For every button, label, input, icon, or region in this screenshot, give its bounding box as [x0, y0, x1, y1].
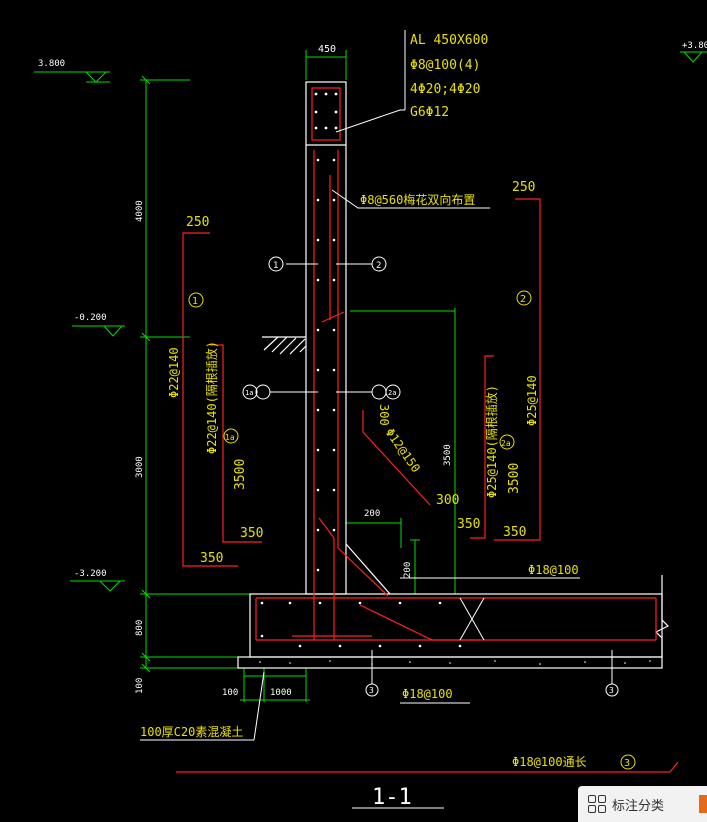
haunch-len-2: 300: [436, 493, 459, 508]
right-hook-length: 250: [512, 180, 535, 195]
annotation-category-label[interactable]: 标注分类: [612, 798, 665, 814]
haunch-width: 200: [364, 509, 380, 519]
left-spec-alt: Φ22@140(隔根插放): [204, 341, 219, 454]
footing-dim-left: 100: [222, 688, 238, 698]
long-bar-spec: Φ18@100通长: [512, 755, 587, 769]
callout-right-2a: [499, 434, 515, 450]
dim-upper: 4000: [135, 200, 145, 222]
elevation-base: -3.200: [74, 569, 107, 579]
callout-1a-label: 1a: [245, 389, 253, 397]
panel-tab[interactable]: [699, 795, 707, 813]
dim-lower: 3000: [135, 456, 145, 478]
leader-lines: [140, 30, 613, 809]
annotation-toolbar[interactable]: 标注分类: [578, 786, 707, 822]
left-mark: 1: [192, 296, 198, 307]
callout-2-label: 2: [376, 261, 381, 271]
haunch-height: 200: [403, 562, 413, 578]
blinding-texture: [259, 660, 651, 665]
callout-1: [268, 256, 284, 272]
beam-side-bars: G6Φ12: [410, 105, 449, 120]
top-dimension: 450: [318, 44, 336, 55]
dim-footing: 800: [135, 620, 145, 636]
dim-blinding: 100: [135, 678, 145, 694]
callout-left-1a: [223, 428, 239, 444]
footing-dim-right: 1000: [270, 688, 292, 698]
callout-3-b: [605, 683, 619, 697]
callout-3-a: [365, 683, 379, 697]
right-end-length: 350: [457, 517, 480, 532]
elevation-top-right: +3.80: [682, 41, 707, 51]
haunch-len-3: 3500: [443, 444, 453, 466]
haunch-len-1: 300: [377, 404, 391, 426]
rebar-dots: [260, 92, 462, 648]
grid-icon: [588, 795, 606, 813]
right-length: 3500: [507, 463, 522, 494]
callout-right-2: [516, 290, 532, 306]
elevation-top-left: 3.800: [38, 59, 65, 69]
beam-size: AL 450X600: [410, 33, 488, 48]
long-bar-mark: 3: [624, 758, 630, 769]
right-spec: Φ25@140: [525, 375, 539, 426]
elevation-ground: -0.200: [74, 313, 107, 323]
right-mark-alt: 2a: [501, 439, 511, 448]
left-length: 3500: [233, 459, 248, 490]
callout-left-1: [188, 292, 204, 308]
beam-main-bars: 4Φ20;4Φ20: [410, 82, 480, 97]
tie-bar-spec: Φ8@560梅花双向布置: [360, 192, 475, 207]
footing-mark-2: 3: [609, 686, 614, 695]
callout-2a-a: [371, 384, 387, 400]
callout-1a-b: [255, 384, 271, 400]
left-end-length: 350: [240, 526, 263, 541]
right-mark: 2: [520, 294, 526, 305]
blinding-note: 100厚C20素混凝土: [140, 724, 243, 739]
callout-circles: [188, 256, 636, 770]
concrete-outline: [237, 81, 670, 669]
callout-1a-a: [242, 384, 258, 400]
callout-2: [371, 256, 387, 272]
elevation-markers: [85, 51, 703, 592]
left-hook-length: 250: [186, 215, 209, 230]
dimension-lines: [34, 50, 707, 702]
right-end-length-2: 350: [503, 525, 526, 540]
left-mark-alt: 1a: [225, 433, 235, 442]
footing-bottom-bar: Φ18@100: [402, 687, 453, 701]
haunch-spec: Φ12@150: [383, 426, 423, 475]
callout-1-label: 1: [273, 261, 278, 271]
beam-stirrup: Φ8@100(4): [410, 58, 480, 73]
callout-2a-label: 2a: [388, 389, 396, 397]
footing-top-bar: Φ18@100: [528, 563, 579, 577]
callout-3-c: [620, 754, 636, 770]
section-title: 1-1: [372, 785, 412, 810]
right-spec-alt: Φ25@140(隔根插放): [484, 385, 499, 498]
callout-2a-b: [385, 384, 401, 400]
rebar-lines: [176, 87, 679, 773]
left-spec: Φ22@140: [167, 347, 181, 398]
left-end-length-2: 350: [200, 551, 223, 566]
footing-mark: 3: [369, 686, 374, 695]
